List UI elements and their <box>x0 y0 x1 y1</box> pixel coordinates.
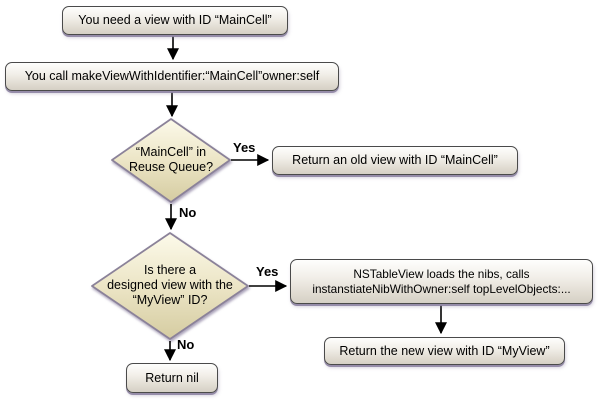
node-start: You need a view with ID “MainCell” <box>62 6 288 35</box>
edge-label-yes-designed: Yes <box>256 264 279 279</box>
node-return-old-view-label: Return an old view with ID “MainCell” <box>292 153 498 167</box>
node-load-nibs: NSTableView loads the nibs, calls instan… <box>290 259 593 304</box>
decision-designed-line2: designed view with the <box>107 278 233 292</box>
edge-label-no-reuse: No <box>179 205 197 220</box>
decision-designed-view-text: Is there a designed view with the “MyVie… <box>85 263 255 308</box>
node-return-new-view: Return the new view with ID “MyView” <box>324 337 565 365</box>
decision-reuse-queue-text: “MainCell” in Reuse Queue? <box>106 145 236 175</box>
node-make-view-call-label: You call makeViewWithIdentifier:“MainCel… <box>24 69 320 83</box>
decision-designed-line1: Is there a <box>143 263 197 277</box>
node-start-label: You need a view with ID “MainCell” <box>78 13 272 27</box>
edge-label-yes-reuse: Yes <box>233 140 256 155</box>
decision-designed-line3: “MyView” ID? <box>132 293 208 307</box>
edge-label-no-designed: No <box>177 337 195 352</box>
node-return-nil-label: Return nil <box>145 370 199 385</box>
decision-diamond-designed-view <box>91 232 249 340</box>
node-load-nibs-line1: NSTableView loads the nibs, calls <box>353 266 530 281</box>
node-return-new-view-label: Return the new view with ID “MyView” <box>339 343 550 358</box>
decision-reuse-line2: Reuse Queue? <box>128 160 214 174</box>
node-load-nibs-line2: instanstiateNibWithOwner:self topLevelOb… <box>312 281 571 296</box>
node-return-old-view: Return an old view with ID “MainCell” <box>272 146 518 175</box>
decision-diamond-reuse-queue <box>111 118 231 203</box>
node-make-view-call: You call makeViewWithIdentifier:“MainCel… <box>5 62 339 91</box>
decision-reuse-line1: “MainCell” in <box>135 145 207 159</box>
node-return-nil: Return nil <box>126 363 218 393</box>
